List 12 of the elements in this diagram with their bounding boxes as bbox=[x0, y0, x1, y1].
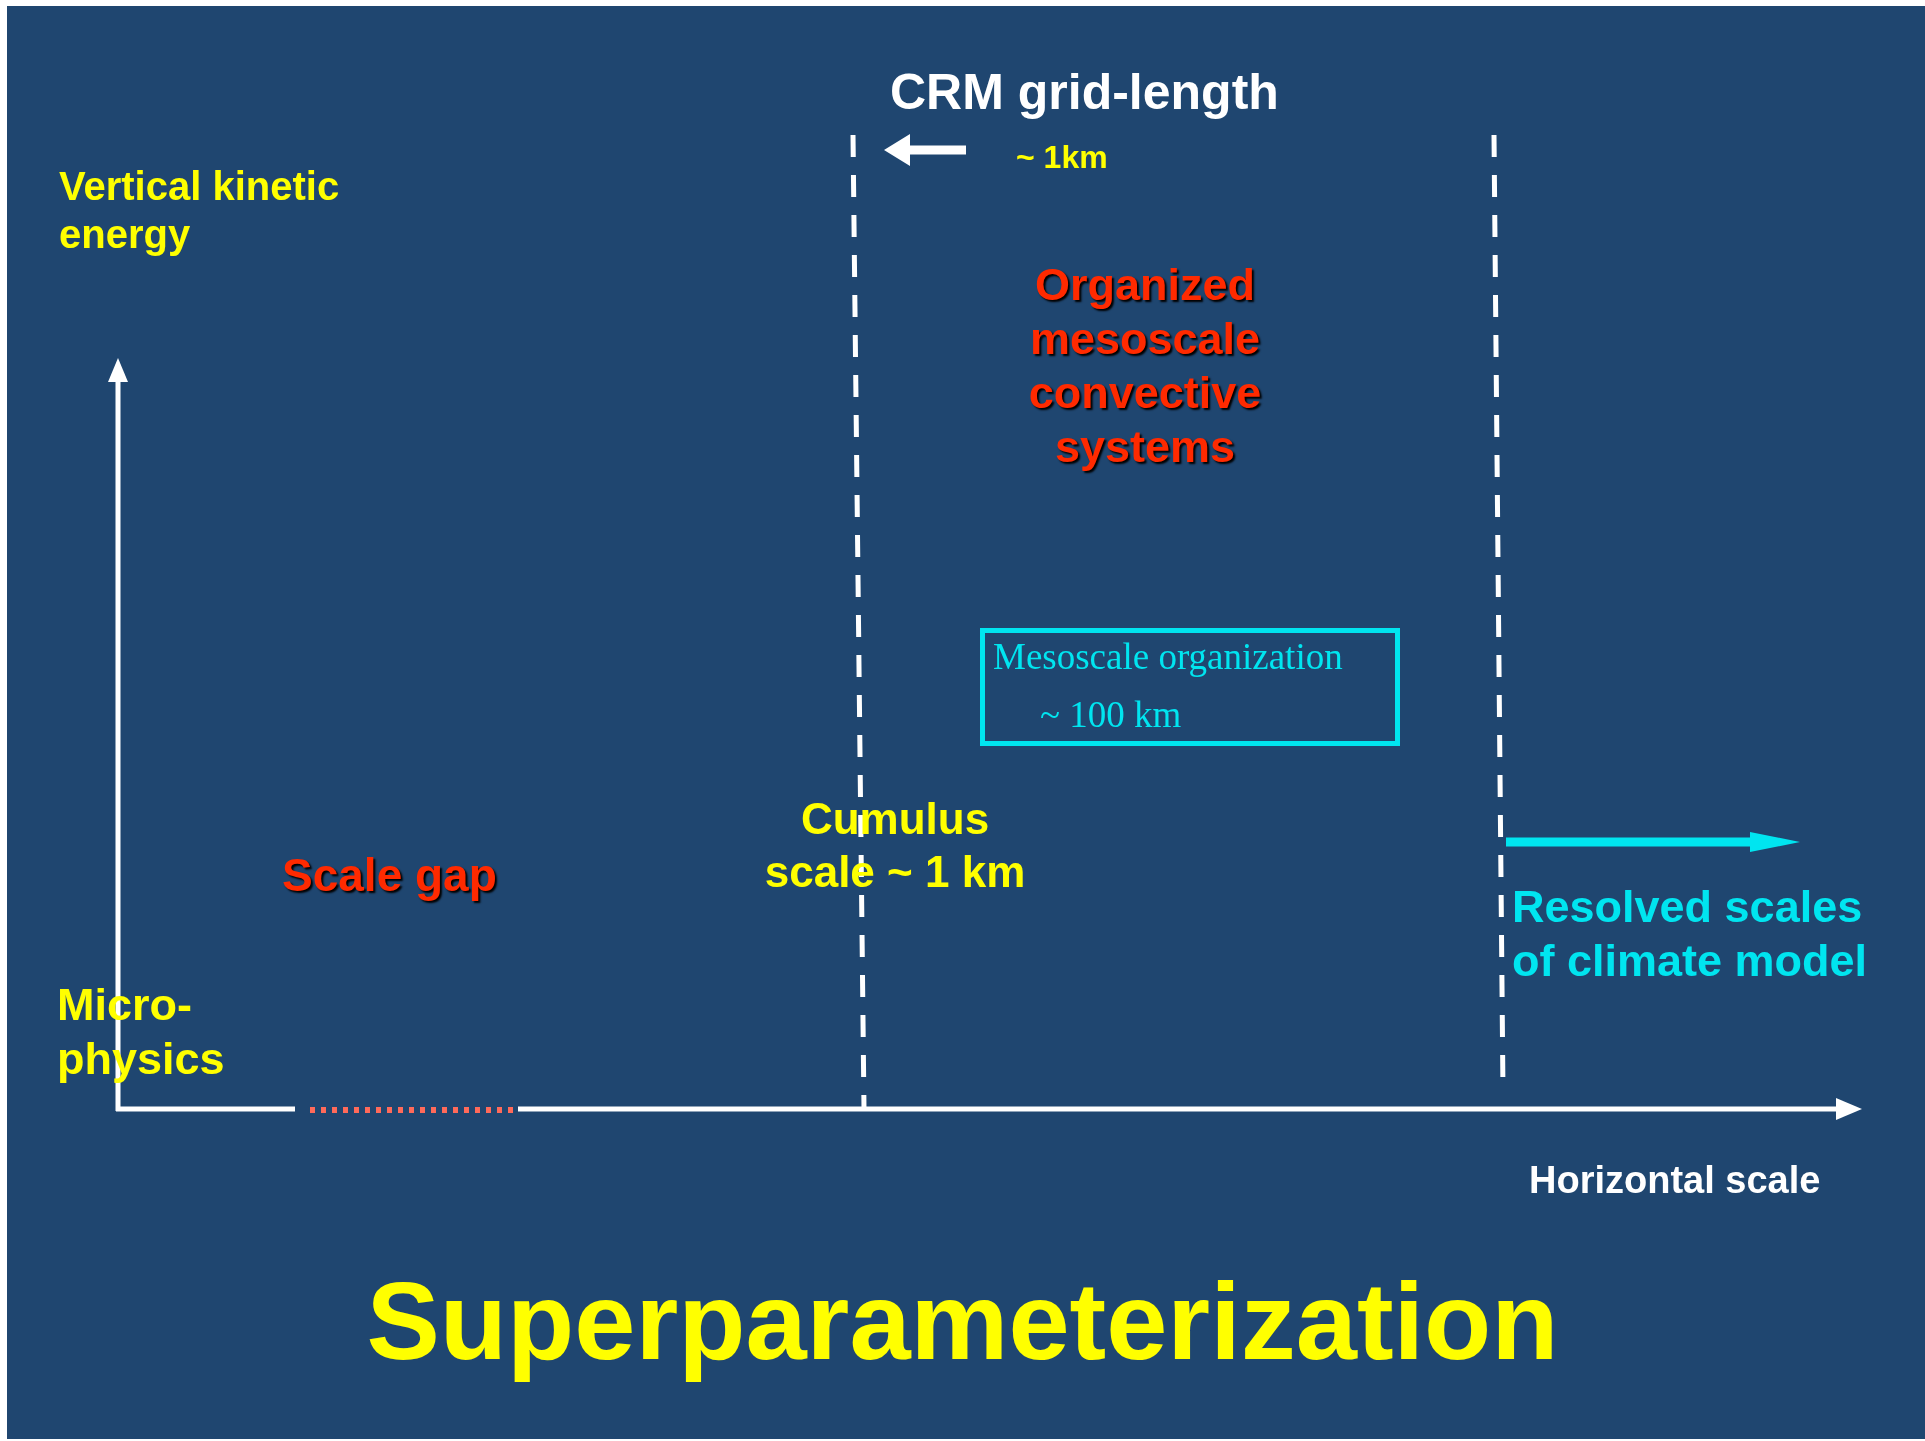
box-heading: Mesoscale organization bbox=[993, 635, 1343, 678]
heading-text: CRM grid-length bbox=[890, 63, 1279, 122]
box-text: ~ 100 km bbox=[1040, 693, 1182, 736]
region-label: Resolved scales of climate model bbox=[1512, 880, 1869, 988]
slide-title: Superparameterization bbox=[365, 1258, 1560, 1384]
region-label: Scale gap bbox=[282, 848, 497, 903]
region-label: Organized mesoscale convective systems bbox=[1027, 258, 1263, 474]
scale-value: ~ 1km bbox=[1016, 138, 1108, 177]
axis-title: Horizontal scale bbox=[1529, 1158, 1821, 1203]
axis-title: Vertical kinetic energy bbox=[59, 163, 341, 258]
region-label: Cumulus scale ~ 1 km bbox=[763, 793, 1027, 898]
text-box bbox=[980, 628, 1400, 746]
